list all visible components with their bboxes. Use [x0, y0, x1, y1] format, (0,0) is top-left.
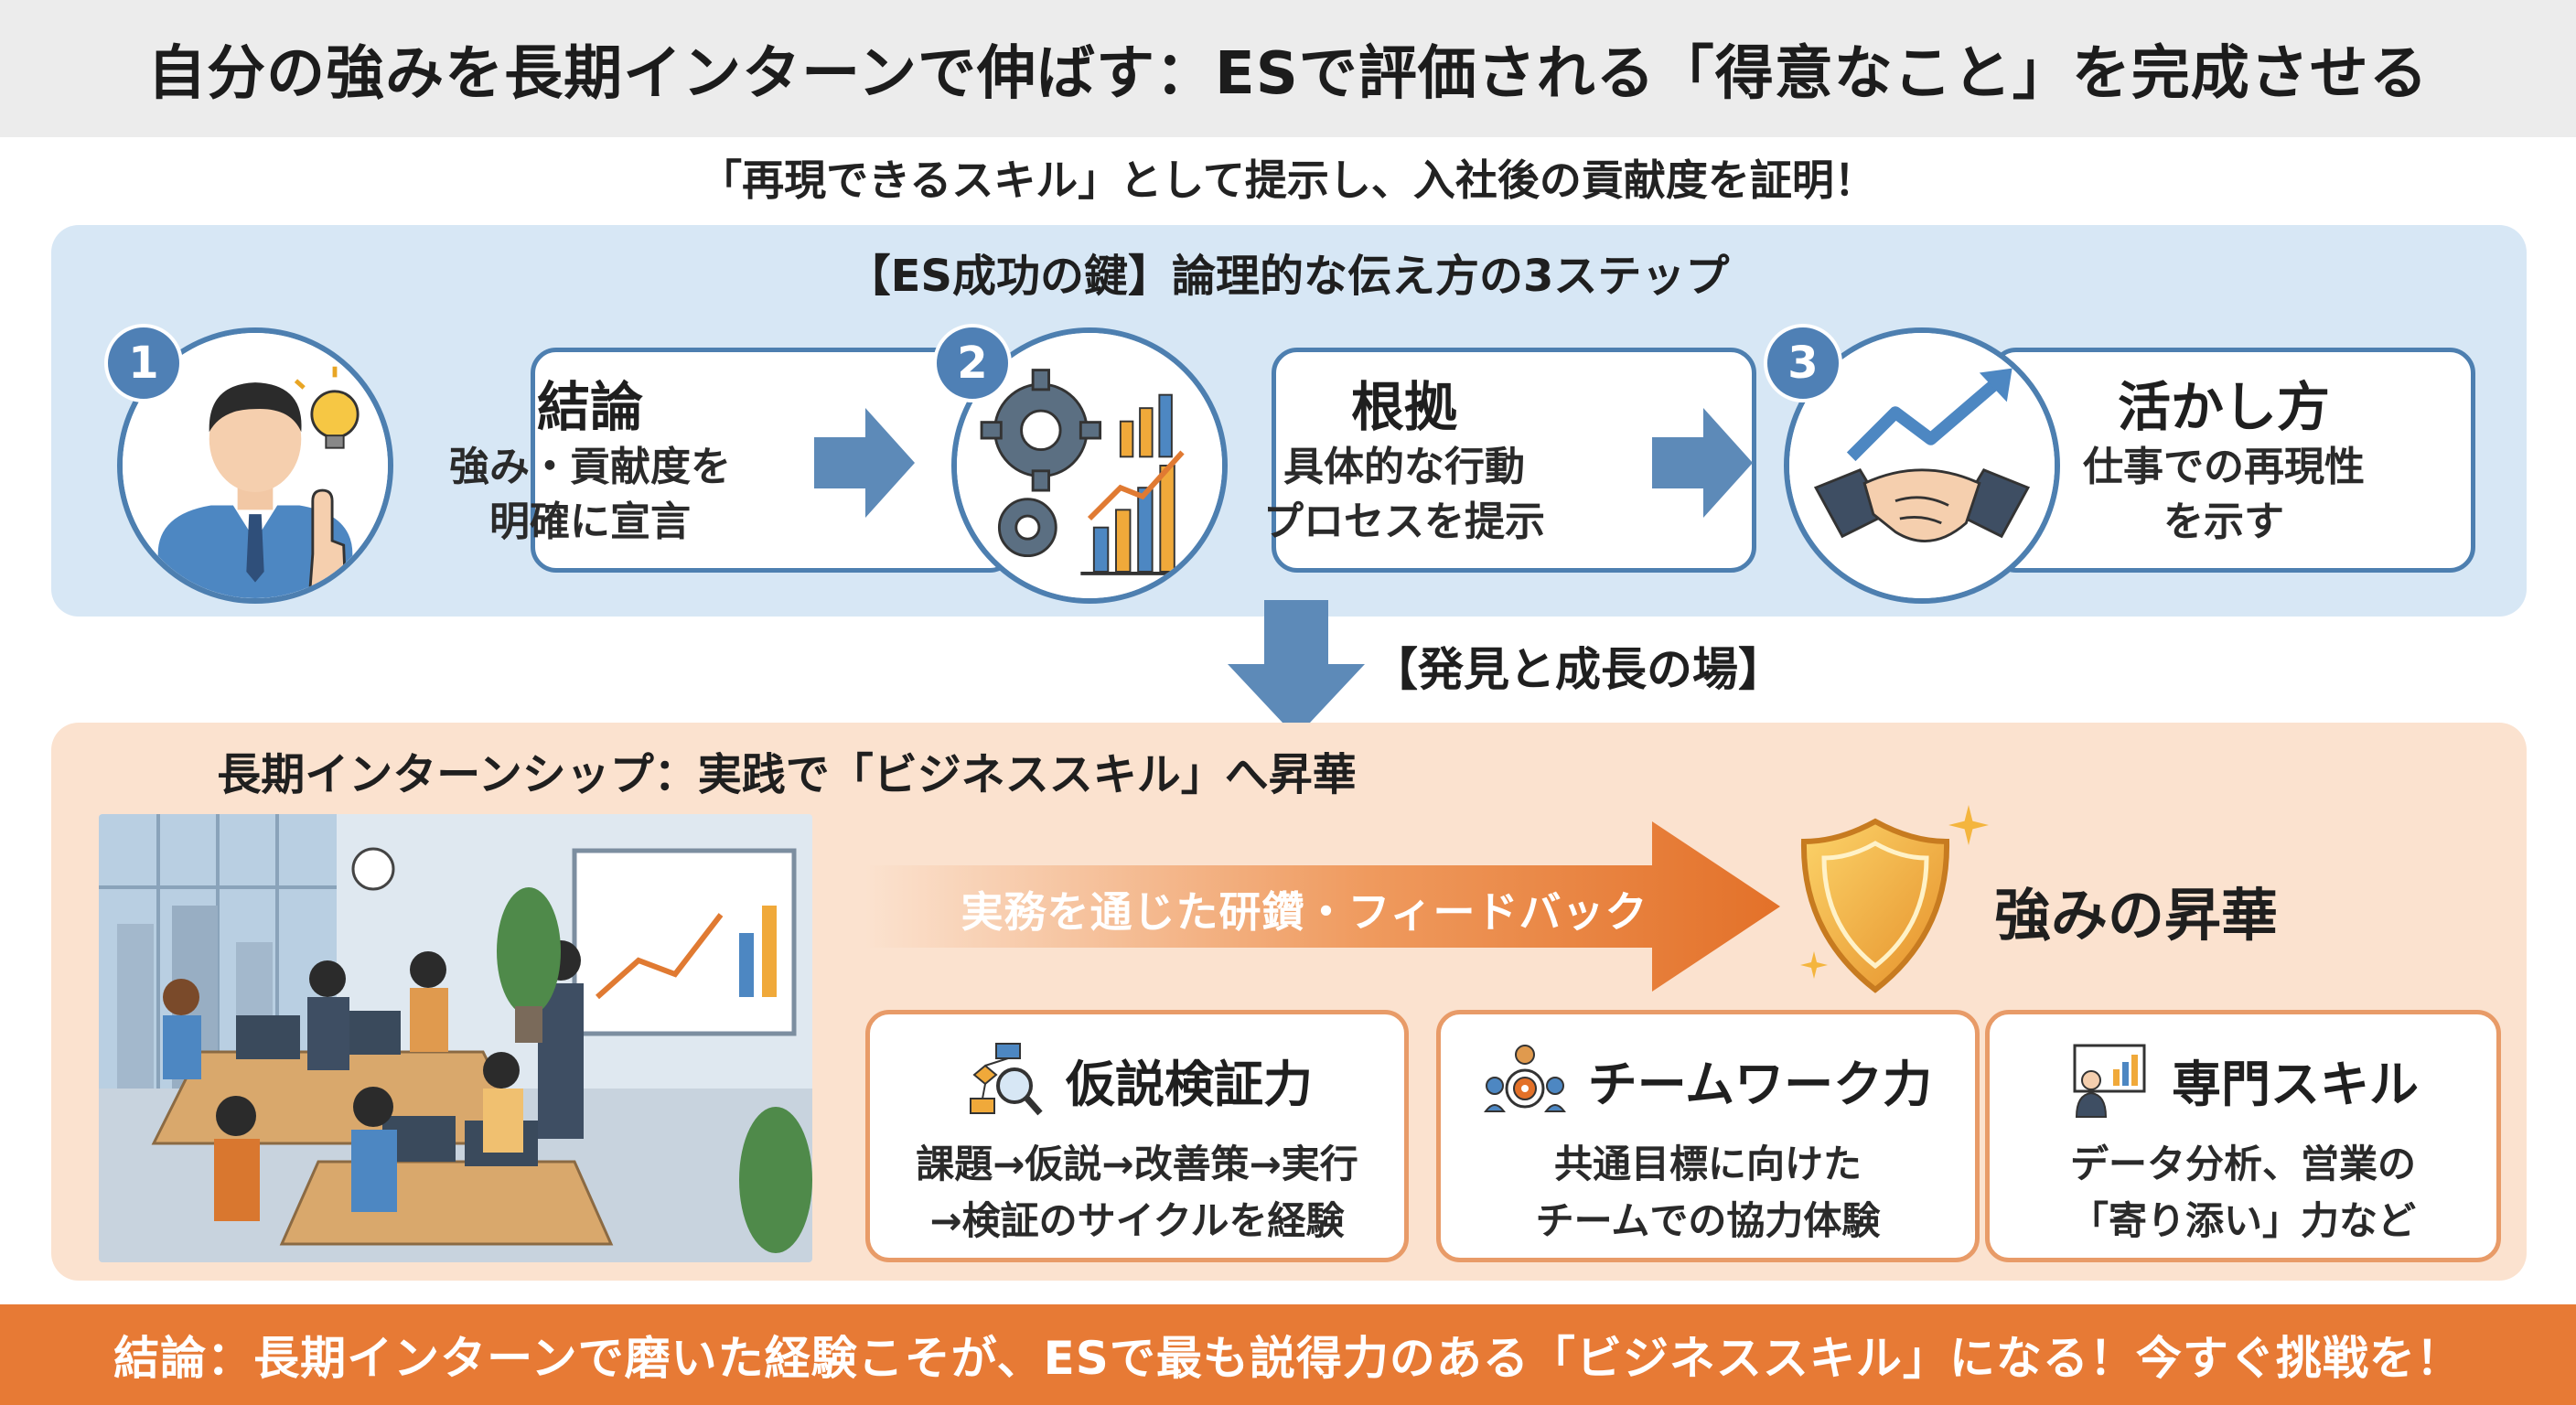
feedback-arrow — [865, 821, 1780, 992]
footer-banner: 結論：長期インターンで磨いた経験こそが、ESで最も説得力のある「ビジネススキル」… — [0, 1304, 2576, 1405]
page-title: 自分の強みを長期インターンで伸ばす：ESで評価される「得意なこと」を完成させる — [147, 40, 2429, 108]
strength-label: 強みの昇華 — [1994, 882, 2279, 949]
es-steps-heading: 【ES成功の鍵】論理的な伝え方の3ステップ — [846, 251, 1730, 302]
skill-desc-expertise: データ分析、営業の 「寄り添い」力など — [2069, 1142, 2416, 1243]
skill-title-expertise: 専門スキル — [2172, 1055, 2419, 1113]
skill-title-teamwork: チームワーク力 — [1587, 1055, 1933, 1113]
sparkle-icon — [1800, 951, 1828, 979]
flowchart-magnifier-icon — [970, 1043, 1043, 1116]
step-1-desc: 強み・貢献度を 明確に宣言 — [449, 444, 731, 545]
step-3-number: 3 — [1764, 324, 1842, 402]
skill-title-hypothesis: 仮説検証力 — [1066, 1055, 1313, 1113]
step-2-text: 根拠 具体的な行動 プロセスを提示 — [1253, 366, 1555, 558]
shield-icon — [1800, 818, 1950, 993]
sparkle-icon — [1948, 805, 1989, 845]
skill-desc-teamwork: 共通目標に向けた チームでの協力体験 — [1535, 1142, 1881, 1243]
step-3-desc: 仕事での再現性 を示す — [2083, 444, 2365, 545]
skill-card-expertise: 専門スキル データ分析、営業の 「寄り添い」力など — [1985, 1010, 2501, 1262]
subtitle: 「再現できるスキル」として提示し、入社後の貢献度を証明！ — [700, 156, 1876, 205]
presentation-board-icon — [2073, 1044, 2146, 1118]
step-2-number: 2 — [933, 324, 1012, 402]
step-2-title: 根拠 — [1350, 376, 1457, 438]
step-3-card — [1991, 348, 2475, 573]
skill-card-hypothesis: 仮説検証力 課題→仮説→改善策→実行 →検証のサイクルを経験 — [865, 1010, 1409, 1262]
step-3-text: 活かし方 仕事での再現性 を示す — [2073, 366, 2375, 558]
office-illustration — [99, 814, 812, 1262]
step-1-number: 1 — [104, 324, 183, 402]
internship-heading: 長期インターンシップ：実践で「ビジネススキル」へ昇華 — [217, 749, 1357, 800]
feedback-arrow-label: 実務を通じた研鑽・フィードバック — [961, 887, 1648, 937]
person-lightbulb-icon — [117, 327, 393, 604]
step-3-title: 活かし方 — [2117, 376, 2330, 438]
transition-label: 【発見と成長の場】 — [1372, 643, 1784, 696]
step-1-title: 結論 — [536, 376, 643, 438]
arrow-down-icon — [1228, 600, 1365, 737]
title-bar: 自分の強みを長期インターンで伸ばす：ESで評価される「得意なこと」を完成させる — [0, 0, 2576, 137]
footer-conclusion: 結論：長期インターンで磨いた経験こそが、ESで最も説得力のある「ビジネススキル」… — [113, 1332, 2463, 1385]
step-1-text: 結論 強み・貢献度を 明確に宣言 — [439, 366, 741, 558]
skill-card-teamwork: チームワーク力 共通目標に向けた チームでの協力体験 — [1436, 1010, 1980, 1262]
step-1-card — [531, 348, 1015, 573]
arrow-right-icon — [814, 408, 915, 518]
step-2-desc: 具体的な行動 プロセスを提示 — [1263, 444, 1545, 545]
skill-desc-hypothesis: 課題→仮説→改善策→実行 →検証のサイクルを経験 — [916, 1142, 1358, 1243]
arrow-right-icon — [1652, 408, 1753, 518]
team-target-icon — [1483, 1045, 1566, 1112]
